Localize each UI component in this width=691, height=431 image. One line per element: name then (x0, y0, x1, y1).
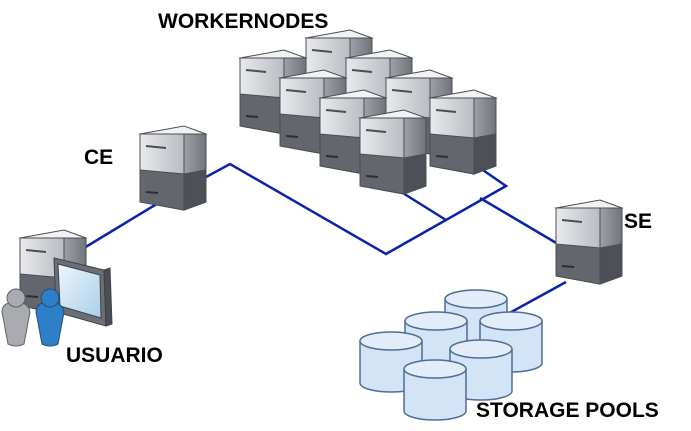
link-usuario-ce (83, 200, 161, 250)
user-icon (35, 288, 65, 347)
user-icon (1, 288, 31, 347)
ce-server-icon (139, 125, 207, 211)
link-workernode-tap (397, 188, 447, 222)
workernode-server-icon (429, 89, 497, 175)
network-links (83, 162, 567, 318)
link-ce-network (159, 162, 509, 256)
link-se-storage (503, 280, 567, 318)
usuario-label: USUARIO (66, 344, 163, 367)
database-icon (403, 359, 467, 421)
ce-label: CE (84, 146, 113, 169)
se-label: SE (624, 210, 652, 233)
workernode-server-icon (359, 109, 427, 195)
monitor-icon (53, 257, 113, 327)
workernodes-label: WORKERNODES (158, 10, 328, 33)
se-server-icon (555, 199, 623, 285)
storage-pools-label: STORAGE POOLS (476, 399, 659, 422)
workernodes-cluster (239, 29, 497, 195)
usuario-workstation (1, 229, 113, 347)
link-network-se (479, 196, 559, 246)
